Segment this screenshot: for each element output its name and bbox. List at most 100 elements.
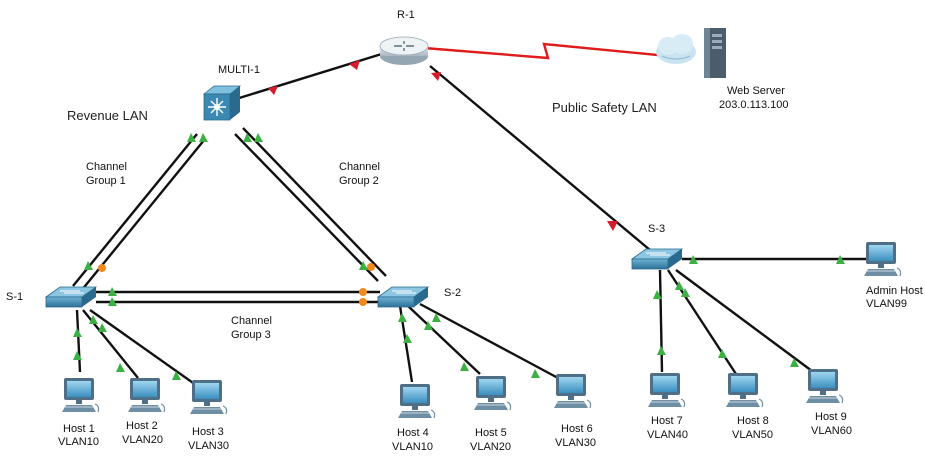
s3-label: S-3 xyxy=(648,223,665,235)
web-server[interactable] xyxy=(656,28,726,78)
port-up-indicator xyxy=(790,358,799,367)
link-s2-host5[interactable] xyxy=(407,305,481,375)
port-up-indicator xyxy=(98,323,107,332)
host-4-pc[interactable] xyxy=(397,383,436,419)
port-up-indicator xyxy=(84,261,93,270)
port-up-indicator xyxy=(254,133,263,142)
link-r1-multi1[interactable] xyxy=(235,50,389,101)
admin-host-pc[interactable] xyxy=(863,241,902,277)
link-s2-host6[interactable] xyxy=(419,302,559,380)
host-7-pc[interactable] xyxy=(647,372,686,408)
port-down-indicator xyxy=(607,221,618,231)
port-up-indicator xyxy=(718,349,727,358)
host-7-name: Host 7 xyxy=(651,415,683,427)
host-3-vlan: VLAN30 xyxy=(188,440,229,452)
host-6-vlan: VLAN30 xyxy=(555,437,596,449)
port-up-indicator xyxy=(398,313,407,322)
host-3-name: Host 3 xyxy=(192,426,224,438)
link-multi1-s2-b[interactable] xyxy=(242,127,387,277)
port-up-indicator xyxy=(424,321,433,330)
public-safety-lan-label: Public Safety LAN xyxy=(552,100,657,115)
host-4-name: Host 4 xyxy=(397,427,429,439)
port-up-indicator xyxy=(108,297,117,306)
host-8-name: Host 8 xyxy=(737,415,769,427)
host-6-name: Host 6 xyxy=(561,423,593,435)
port-up-indicator xyxy=(359,261,368,270)
port-blocking-indicator xyxy=(359,288,367,296)
port-up-indicator xyxy=(73,328,82,337)
port-up-indicator xyxy=(432,313,441,322)
switch-s3[interactable] xyxy=(631,248,683,270)
port-up-indicator xyxy=(675,281,684,290)
port-up-indicator xyxy=(116,363,125,372)
host-labels: Host 1 VLAN10 Host 2 VLAN20 Host 3 VLAN3… xyxy=(58,411,852,453)
channel-group-3-line2: Group 3 xyxy=(231,329,271,341)
channel-group-3-line1: Channel xyxy=(231,315,272,327)
host-6-pc[interactable] xyxy=(553,373,592,409)
port-up-indicator xyxy=(89,315,98,324)
host-1-vlan: VLAN10 xyxy=(58,436,99,448)
port-up-indicator xyxy=(187,133,196,142)
channel-group-2-line2: Group 2 xyxy=(339,175,379,187)
switch-s1[interactable] xyxy=(45,286,97,308)
host-8-vlan: VLAN50 xyxy=(732,429,773,441)
port-up-indicator xyxy=(460,362,469,371)
port-up-indicator xyxy=(531,369,540,378)
link-r1-webserver[interactable] xyxy=(423,42,669,60)
host-1-name: Host 1 xyxy=(63,423,95,435)
port-blocking-indicator xyxy=(98,264,106,272)
host-2-pc[interactable] xyxy=(127,377,166,413)
port-up-indicator xyxy=(681,288,690,297)
port-up-indicator xyxy=(657,346,666,355)
host-9-name: Host 9 xyxy=(815,411,847,423)
link-r1-s3[interactable] xyxy=(429,65,651,251)
host-5-pc[interactable] xyxy=(473,375,512,411)
host-5-vlan: VLAN20 xyxy=(470,441,511,453)
link-multi1-s2-a[interactable] xyxy=(234,133,379,282)
port-up-indicator xyxy=(243,133,252,142)
port-up-indicator xyxy=(836,255,845,264)
host-2-vlan: VLAN20 xyxy=(122,434,163,446)
multi1-label: MULTI-1 xyxy=(218,64,260,76)
link-s3-host7[interactable] xyxy=(658,269,664,373)
port-up-indicator xyxy=(199,133,208,142)
router-r1[interactable] xyxy=(379,36,429,65)
port-up-indicator xyxy=(172,371,181,380)
admin-host-label: Admin Host xyxy=(866,285,923,297)
admin-host-vlan-label: VLAN99 xyxy=(866,298,907,310)
host-9-pc[interactable] xyxy=(805,368,844,404)
port-down-indicator xyxy=(268,86,278,95)
host-8-pc[interactable] xyxy=(725,372,764,408)
port-up-indicator xyxy=(653,290,662,299)
link-multi1-s1-a[interactable] xyxy=(72,133,198,287)
host-1-pc[interactable] xyxy=(61,377,100,413)
host-9-vlan: VLAN60 xyxy=(811,425,852,437)
channel-group-1-line1: Channel xyxy=(86,161,127,173)
link-s1-host3[interactable] xyxy=(89,309,197,386)
host-3-pc[interactable] xyxy=(189,379,228,415)
port-blocking-indicator xyxy=(367,263,375,271)
channel-group-2-line1: Channel xyxy=(339,161,380,173)
s1-label: S-1 xyxy=(6,291,23,303)
revenue-lan-label: Revenue LAN xyxy=(67,108,148,123)
host-4-vlan: VLAN10 xyxy=(392,441,433,453)
link-s3-host9[interactable] xyxy=(675,269,813,372)
host-7-vlan: VLAN40 xyxy=(647,429,688,441)
port-indicators xyxy=(73,60,845,380)
port-up-indicator xyxy=(73,351,82,360)
webserver-label: Web Server xyxy=(727,85,785,97)
port-up-indicator xyxy=(689,255,698,264)
channel-group-1-line2: Group 1 xyxy=(86,175,126,187)
host-5-name: Host 5 xyxy=(475,427,507,439)
port-down-indicator xyxy=(431,72,441,81)
port-up-indicator xyxy=(108,287,117,296)
router-r1-label: R-1 xyxy=(397,9,415,21)
port-blocking-indicator xyxy=(359,298,367,306)
webserver-ip-label: 203.0.113.100 xyxy=(719,99,789,111)
port-down-indicator xyxy=(349,60,360,70)
multilayer-switch-multi1[interactable] xyxy=(202,85,242,121)
host-2-name: Host 2 xyxy=(126,420,158,432)
s2-label: S-2 xyxy=(444,287,461,299)
link-s1-host1[interactable] xyxy=(75,309,82,373)
